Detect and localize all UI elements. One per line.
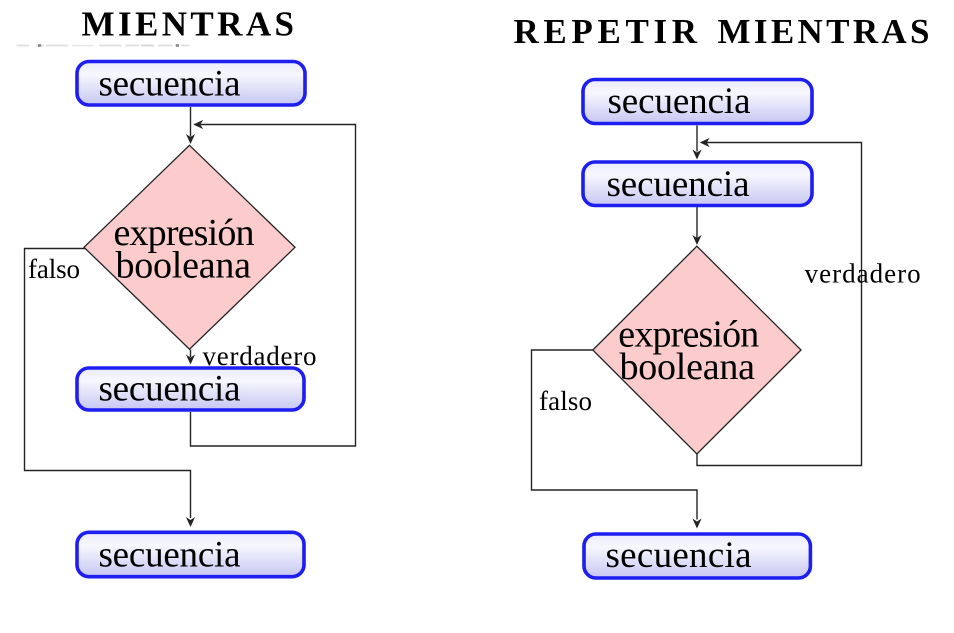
svg-text:booleana: booleana	[116, 245, 252, 287]
svg-text:verdadero: verdadero	[203, 341, 317, 371]
svg-text:secuencia: secuencia	[608, 81, 751, 122]
svg-text:expresión: expresión	[618, 314, 759, 356]
svg-text:secuencia: secuencia	[99, 369, 241, 410]
svg-text:secuencia: secuencia	[606, 535, 752, 576]
svg-text:secuencia: secuencia	[99, 535, 241, 576]
svg-text:secuencia: secuencia	[607, 164, 750, 205]
svg-text:secuencia: secuencia	[99, 64, 241, 105]
svg-text:booleana: booleana	[620, 346, 756, 388]
svg-text:expresión: expresión	[114, 212, 255, 254]
svg-text:verdadero: verdadero	[805, 259, 921, 289]
svg-text:falso: falso	[539, 386, 592, 416]
svg-text:falso: falso	[28, 254, 80, 284]
svg-text:REPETIR: REPETIR	[514, 12, 698, 51]
